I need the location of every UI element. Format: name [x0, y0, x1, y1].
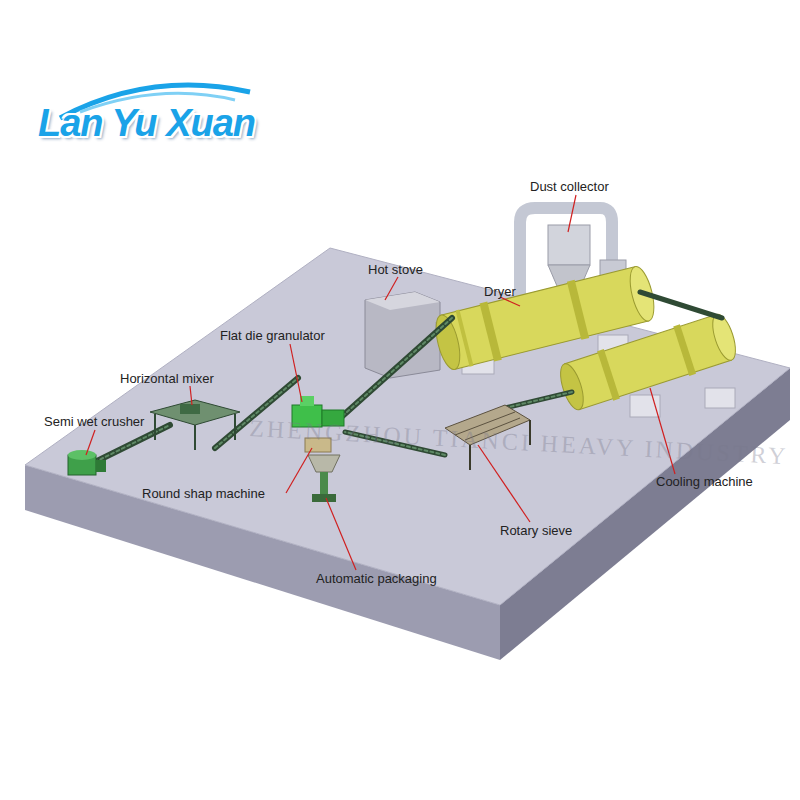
hot-stove-top — [365, 292, 440, 310]
platform-top — [25, 248, 790, 605]
part-name: Automatic packaging — [316, 571, 437, 586]
part-name: Flat die granulator — [220, 328, 325, 343]
part-name: Cooling machine — [656, 474, 753, 489]
leader-lines — [86, 195, 675, 570]
part-name: Horizontal mixer — [120, 371, 214, 386]
part-name: Semi wet crusher — [44, 414, 144, 429]
automatic-packaging — [308, 455, 340, 502]
support-block — [705, 388, 735, 408]
cooling-drum — [555, 310, 740, 414]
part-name: Dryer — [484, 284, 516, 299]
brand-logo: Lan Yu Xuan — [38, 102, 255, 145]
part-name: Rotary sieve — [500, 523, 572, 538]
cyclone-body — [548, 225, 590, 265]
part-name: Dust collector — [530, 179, 609, 194]
part-name: Hot stove — [368, 262, 423, 277]
horizontal-mixer — [150, 400, 240, 450]
part-name: Round shap machine — [142, 486, 265, 501]
